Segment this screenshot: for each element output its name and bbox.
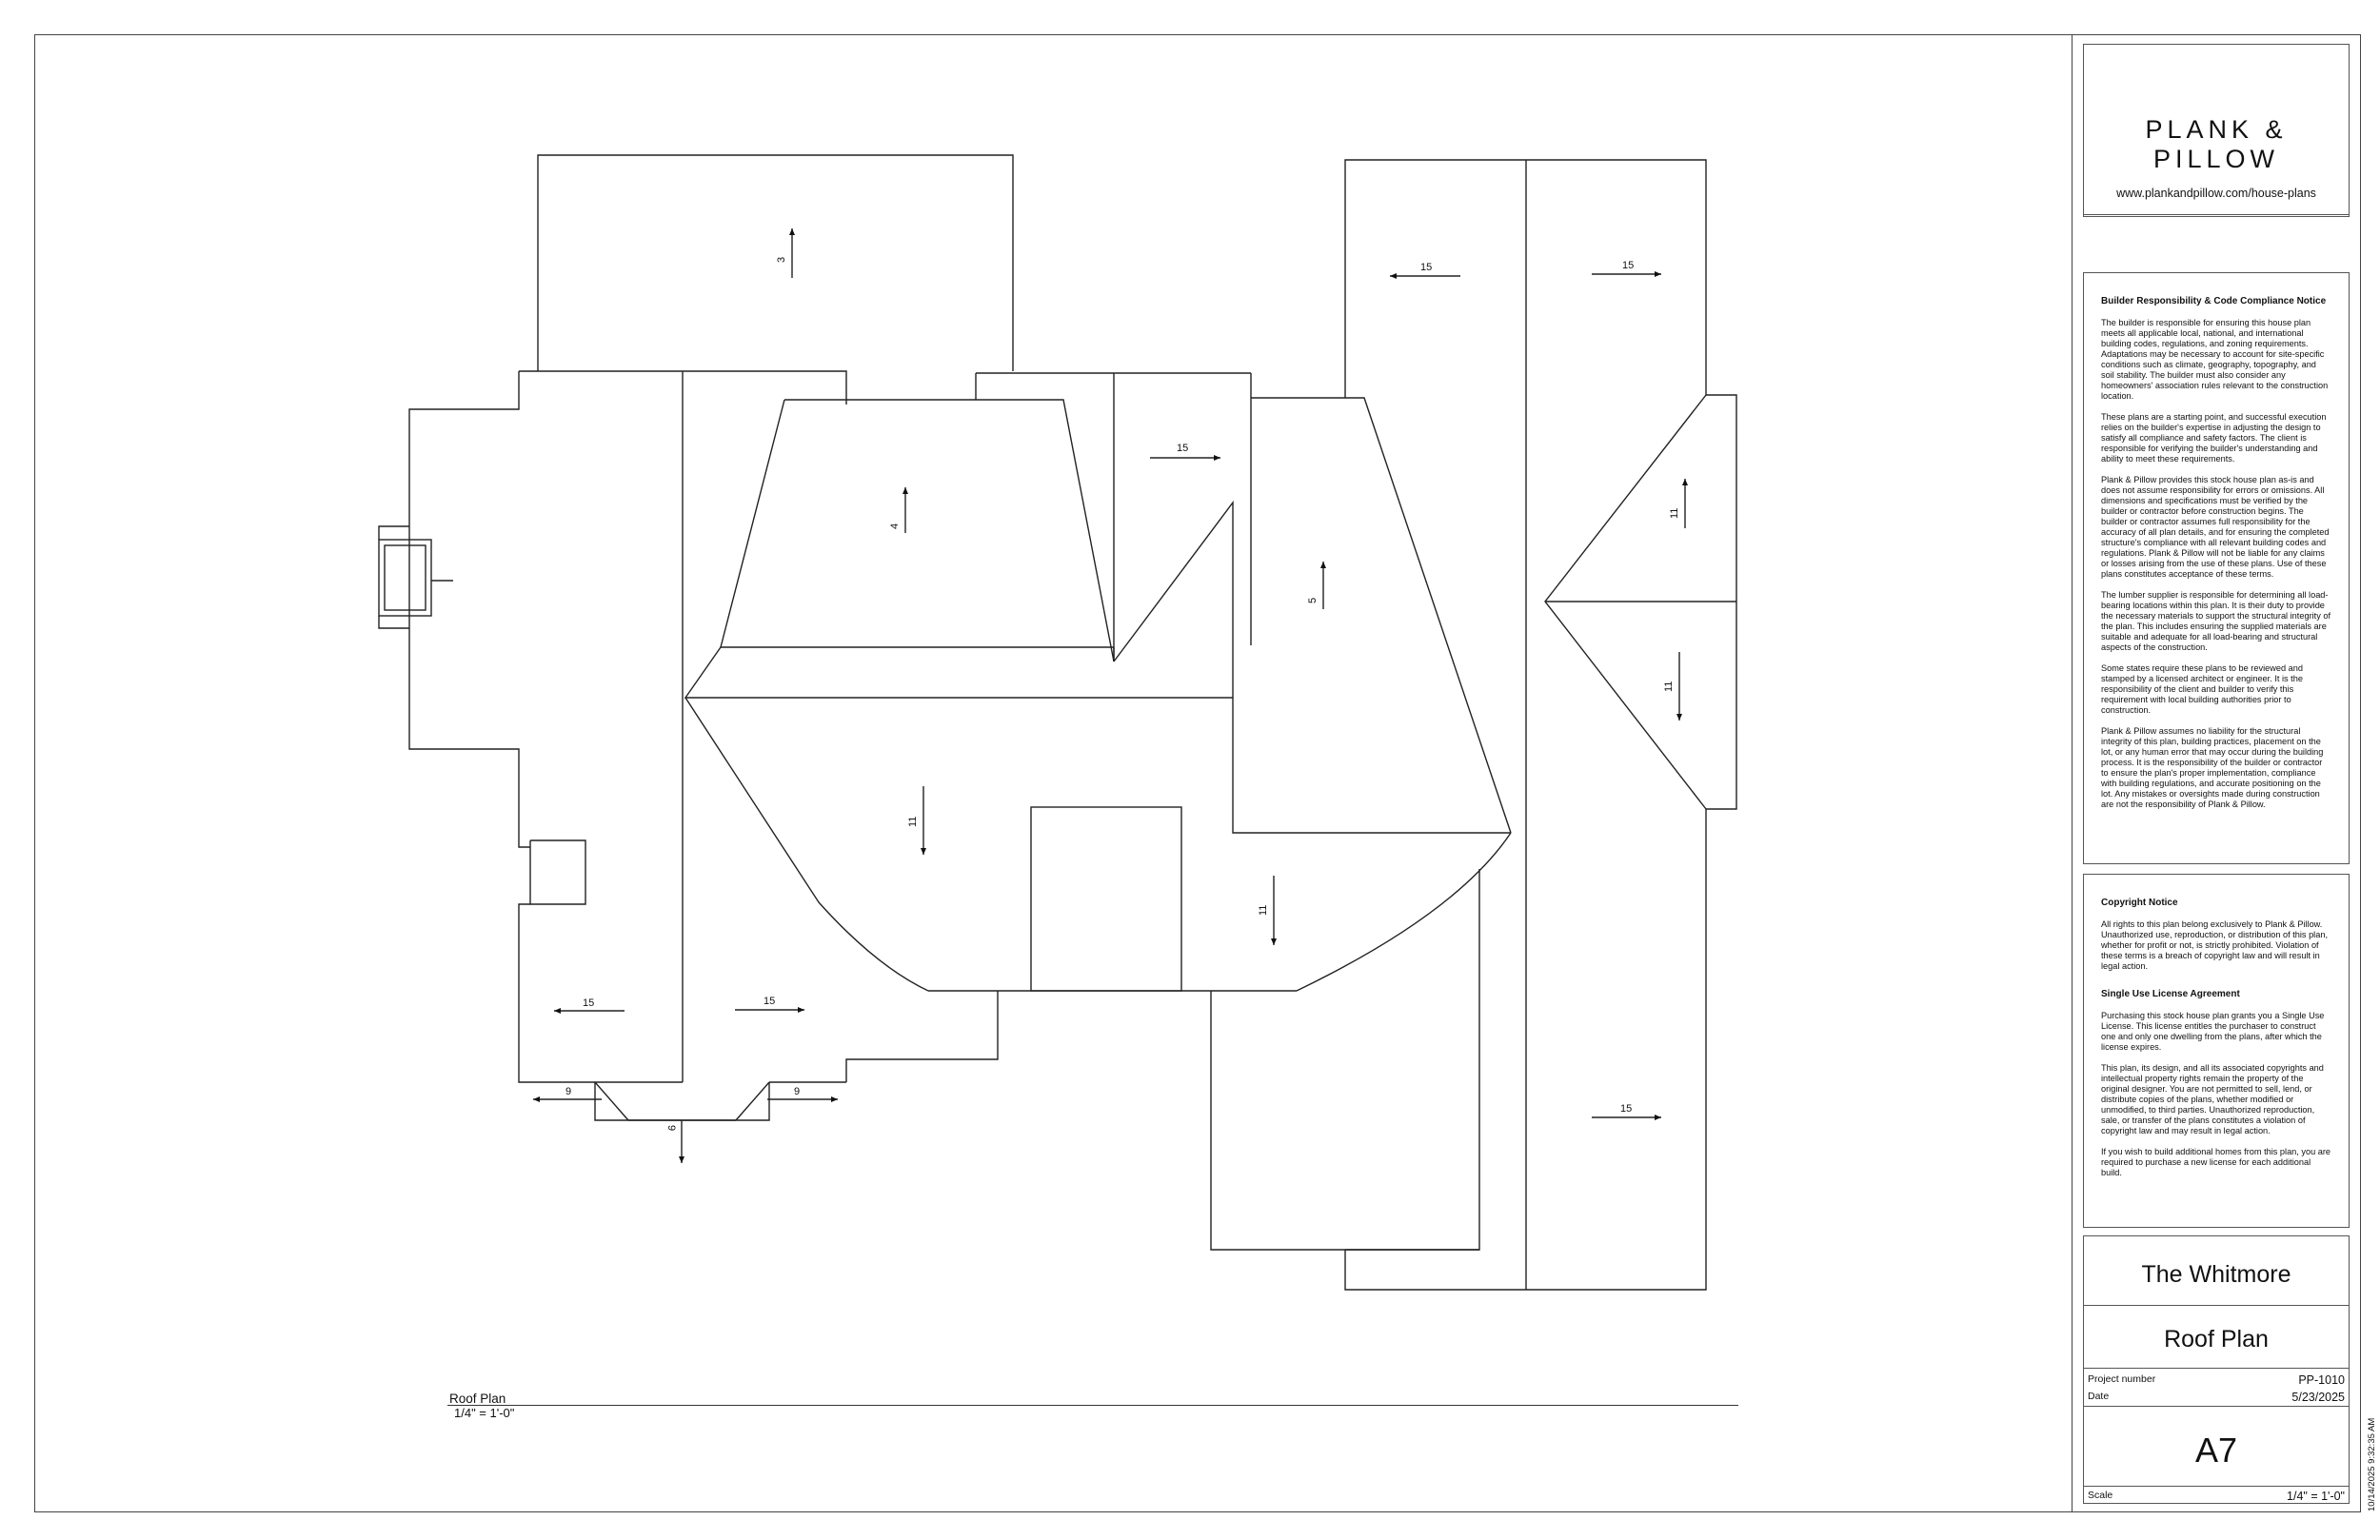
project-number-value: PP-1010 — [2298, 1373, 2345, 1387]
project-name: The Whitmore — [2141, 1261, 2291, 1288]
license-paragraph: This plan, its design, and all its assoc… — [2101, 1063, 2324, 1135]
pitch-label: 15 — [583, 997, 594, 1009]
divider — [2084, 1368, 2349, 1369]
url-panel: www.plankandpillow.com/house-plans — [2083, 171, 2350, 217]
pitch-label: 15 — [1177, 443, 1188, 454]
license-paragraph: If you wish to build additional homes fr… — [2101, 1147, 2331, 1177]
notice-paragraph: These plans are a starting point, and su… — [2101, 412, 2327, 464]
notice-paragraph: Plank & Pillow assumes no liability for … — [2101, 726, 2324, 809]
date-value: 5/23/2025 — [2291, 1391, 2345, 1404]
project-number-label: Project number — [2088, 1373, 2156, 1385]
pitch-label: 4 — [889, 523, 901, 529]
notice-paragraph: Some states require these plans to be re… — [2101, 663, 2303, 715]
pitch-label: 5 — [1307, 598, 1319, 603]
pitch-label: 9 — [565, 1086, 571, 1097]
pitch-label: 11 — [1669, 508, 1680, 519]
copyright-paragraph: All rights to this plan belong exclusive… — [2101, 919, 2328, 971]
roof-hip-middle — [684, 372, 1297, 1083]
pitch-arrows: 3 4 15 5 15 15 11 11 11 11 15 15 9 9 9 1… — [533, 228, 1688, 1163]
view-scale: 1/4" = 1'-0" — [454, 1406, 515, 1420]
sheet-number: A7 — [2194, 1431, 2238, 1470]
notice-paragraph: The builder is responsible for ensuring … — [2101, 318, 2329, 401]
license-paragraph: Purchasing this stock house plan grants … — [2101, 1011, 2325, 1052]
logo-panel: PLANK & PILLOW — [2083, 44, 2350, 215]
copyright-panel: Copyright Notice All rights to this plan… — [2083, 874, 2350, 1228]
builder-notice-title: Builder Responsibility & Code Compliance… — [2101, 296, 2327, 306]
pitch-label: 3 — [776, 257, 787, 263]
pitch-label: 11 — [1258, 905, 1269, 916]
view-title: Roof Plan — [449, 1392, 506, 1406]
brand-logo: PLANK & PILLOW — [2145, 115, 2288, 173]
roof-top-left-block — [537, 154, 1014, 371]
roof-left-main — [378, 370, 847, 1121]
divider — [2084, 1406, 2349, 1407]
brand-url[interactable]: www.plankandpillow.com/house-plans — [2116, 187, 2316, 200]
notice-paragraph: Plank & Pillow provides this stock house… — [2101, 475, 2330, 579]
title-block — [2072, 34, 2361, 1512]
pitch-label: 11 — [1663, 681, 1675, 692]
license-title: Single Use License Agreement — [2101, 989, 2240, 999]
builder-notice-panel: Builder Responsibility & Code Compliance… — [2083, 272, 2350, 864]
pitch-label: 15 — [1620, 1103, 1632, 1115]
pitch-label: 15 — [1622, 260, 1634, 271]
divider — [2084, 1486, 2349, 1487]
pitch-label: 11 — [907, 817, 919, 827]
print-timestamp: 10/14/2025 9:32:35 AM — [2367, 1417, 2377, 1511]
pitch-label: 15 — [764, 996, 775, 1007]
project-panel: The Whitmore Roof Plan Project number PP… — [2083, 1235, 2350, 1504]
pitch-label: 9 — [794, 1086, 800, 1097]
copyright-title: Copyright Notice — [2101, 898, 2178, 908]
pitch-label: 15 — [1420, 262, 1432, 273]
sheet-title: Roof Plan — [2164, 1326, 2269, 1352]
notice-paragraph: The lumber supplier is responsible for d… — [2101, 590, 2331, 652]
view-title-line — [447, 1405, 1738, 1406]
scale-label: Scale — [2088, 1490, 2113, 1501]
scale-value: 1/4" = 1'-0" — [2287, 1490, 2345, 1503]
pitch-label: 9 — [665, 1125, 677, 1131]
date-label: Date — [2088, 1391, 2110, 1402]
roof-far-right — [1344, 159, 1737, 1291]
sheet-border — [34, 34, 2361, 1512]
roof-right-central — [1210, 397, 1512, 1251]
divider — [2084, 1305, 2349, 1306]
